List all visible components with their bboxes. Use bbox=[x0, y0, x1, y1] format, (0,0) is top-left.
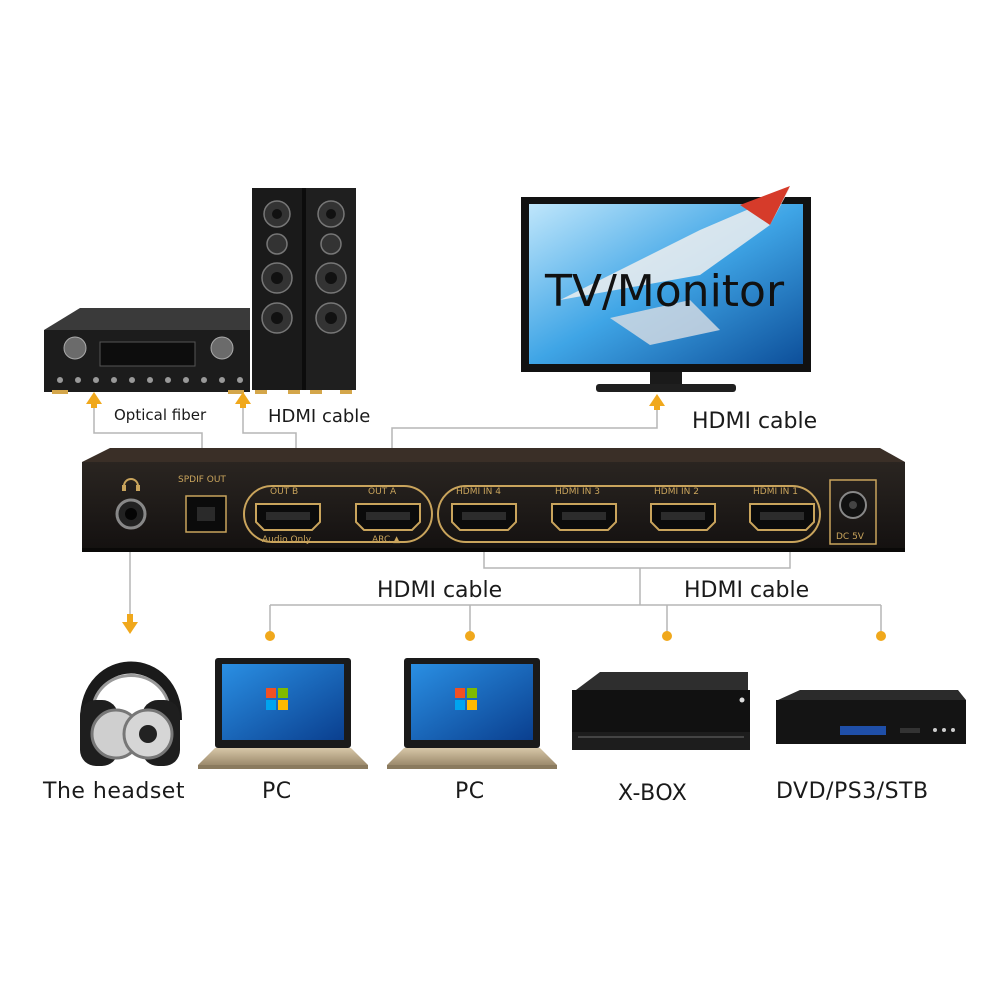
hdmi-port-in-4 bbox=[451, 503, 517, 531]
svg-text:HDMI IN 2: HDMI IN 2 bbox=[654, 487, 699, 497]
headset-label: The headset bbox=[43, 779, 185, 804]
hdmi-cable-speakers-label: HDMI cable bbox=[268, 406, 371, 427]
svg-text:SPDIF OUT: SPDIF OUT bbox=[178, 475, 226, 485]
tv-label: TV/Monitor bbox=[545, 266, 785, 317]
tv-image bbox=[521, 186, 811, 392]
hdmi-port-out-a bbox=[355, 503, 421, 531]
hdmi-port-in-3 bbox=[551, 503, 617, 531]
input-group: HDMI IN 4 HDMI IN 3 HDMI IN 2 HDMI IN 1 bbox=[437, 485, 821, 543]
hdmi-port-in-2 bbox=[650, 503, 716, 531]
hdmi-port-out-b bbox=[255, 503, 321, 531]
arrow-down-headset bbox=[122, 622, 138, 634]
hdmi-cable-tv-label: HDMI cable bbox=[692, 409, 818, 434]
pc-laptop-2 bbox=[387, 658, 557, 769]
arrow-up-speakers bbox=[235, 392, 251, 404]
xbox-console bbox=[572, 672, 750, 750]
dvd-label: DVD/PS3/STB bbox=[776, 779, 929, 804]
hdmi-cable-right-label: HDMI cable bbox=[684, 578, 810, 603]
headphone-jack bbox=[115, 478, 147, 530]
pc-laptop-1 bbox=[198, 658, 368, 769]
arrow-up-tv bbox=[649, 394, 665, 406]
switch-panel: SPDIF OUT OUT B OUT A Audio Only ARC ▲ H… bbox=[82, 448, 905, 552]
output-group: OUT B OUT A Audio Only ARC ▲ bbox=[243, 485, 433, 545]
pc-1-label: PC bbox=[262, 779, 292, 804]
arrow-up-amplifier bbox=[86, 392, 102, 404]
pc-2-label: PC bbox=[455, 779, 485, 804]
amplifier-image bbox=[44, 308, 250, 394]
optical-fiber-label: Optical fiber bbox=[114, 406, 207, 424]
speakers-image bbox=[252, 188, 356, 394]
spdif-port: SPDIF OUT bbox=[178, 475, 227, 533]
headset-image bbox=[80, 661, 182, 766]
svg-text:HDMI IN 1: HDMI IN 1 bbox=[753, 487, 798, 497]
dvd-player bbox=[776, 690, 966, 744]
svg-text:HDMI IN 3: HDMI IN 3 bbox=[555, 487, 600, 497]
svg-text:OUT B: OUT B bbox=[270, 487, 298, 497]
hdmi-cable-left-label: HDMI cable bbox=[377, 578, 503, 603]
xbox-label: X-BOX bbox=[618, 781, 688, 806]
svg-text:OUT A: OUT A bbox=[368, 487, 397, 497]
svg-text:Audio Only: Audio Only bbox=[262, 535, 312, 545]
svg-text:ARC ▲: ARC ▲ bbox=[372, 535, 400, 545]
svg-text:HDMI IN 4: HDMI IN 4 bbox=[456, 487, 501, 497]
hdmi-port-in-1 bbox=[749, 503, 815, 531]
dc-port: DC 5V bbox=[829, 479, 877, 545]
svg-text:DC 5V: DC 5V bbox=[836, 532, 865, 542]
